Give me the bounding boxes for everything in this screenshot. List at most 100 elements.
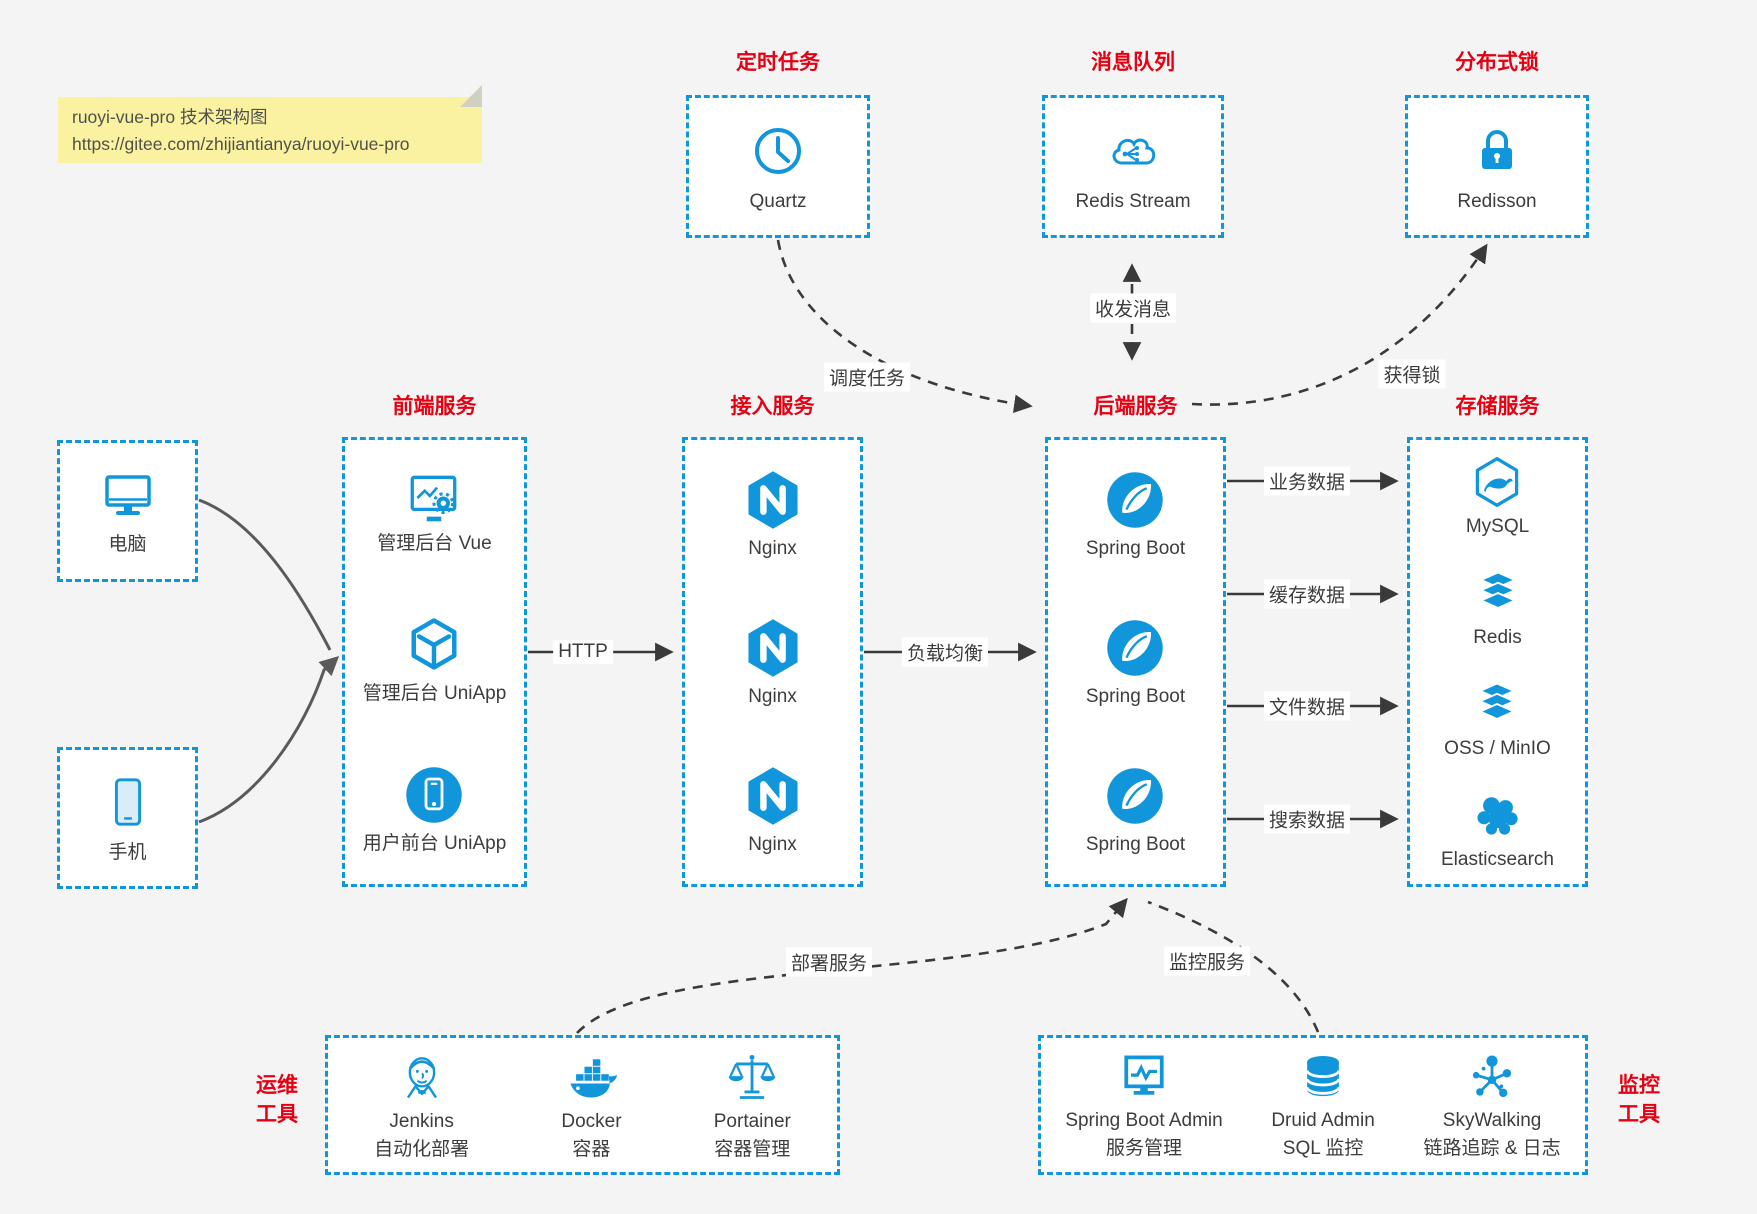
edge-label-acquire-lock: 获得锁 [1378, 359, 1446, 389]
node-label: Redis Stream [1075, 190, 1191, 212]
edge-label-deploy: 部署服务 [785, 947, 873, 977]
uniapp-cube-icon [411, 618, 457, 670]
phone-icon [114, 778, 141, 826]
group-title-message-queue: 消息队列 [1091, 51, 1175, 74]
group-monitor-tools: Spring Boot Admin 服务管理 Druid Admin SQL 监… [1038, 1035, 1588, 1175]
edge-label-messaging: 收发消息 [1089, 293, 1177, 323]
jenkins-icon [406, 1057, 437, 1099]
node-spring-boot-2: Spring Boot [1086, 616, 1185, 708]
node-label: Quartz [749, 190, 807, 212]
desktop-icon [104, 475, 151, 515]
lock-icon [1482, 129, 1512, 169]
docker-icon [570, 1059, 618, 1098]
node-label: Jenkins [389, 1111, 454, 1132]
node-elasticsearch: Elasticsearch [1441, 787, 1554, 871]
edge-label-business-data: 业务数据 [1263, 466, 1351, 496]
group-title-storage: 存储服务 [1455, 395, 1540, 418]
node-label: Spring Boot Admin [1065, 1110, 1223, 1131]
node-desktop-client: 电脑 [57, 440, 198, 582]
redis-icon [1478, 570, 1517, 609]
node-sublabel: 容器 [572, 1139, 611, 1160]
node-label: Portainer [713, 1111, 791, 1132]
edge-label-file-data: 文件数据 [1263, 691, 1351, 721]
edge-acquire-lock [1191, 243, 1488, 406]
boot-admin-icon [1124, 1055, 1164, 1095]
node-druid-admin: Druid Admin SQL 监控 [1271, 1050, 1375, 1160]
edge-label-load-balance: 负载均衡 [901, 637, 989, 667]
node-redis: Redis [1470, 565, 1526, 649]
node-admin-vue: 管理后台 Vue [377, 469, 492, 555]
node-sublabel: 链路追踪 & 日志 [1423, 1138, 1561, 1159]
edge-schedule [776, 239, 1033, 414]
edge-label-monitor: 监控服务 [1163, 946, 1251, 976]
node-sublabel: 服务管理 [1105, 1138, 1182, 1159]
node-quartz: Quartz [686, 95, 870, 238]
node-label: Elasticsearch [1441, 848, 1554, 870]
spring-icon [1107, 768, 1164, 824]
node-redisson: Redisson [1405, 95, 1589, 238]
elasticsearch-icon [1476, 796, 1518, 835]
sticky-note: ruoyi-vue-pro 技术架构图 https://gitee.com/zh… [58, 85, 482, 163]
node-spring-boot-1: Spring Boot [1086, 468, 1185, 560]
edge-label-search-data: 搜索数据 [1263, 804, 1351, 834]
node-label: Spring Boot [1085, 538, 1186, 559]
note-fold-corner [460, 85, 482, 107]
edge-desktop-to-frontend [198, 498, 332, 651]
monitor-tools-side-label: 监控 工具 [1618, 1074, 1660, 1126]
node-label: SkyWalking [1442, 1110, 1542, 1131]
node-label: OSS / MinIO [1444, 737, 1551, 759]
column-frontend: 管理后台 Vue 管理后台 UniApp 用户前台 UniApp [342, 437, 527, 887]
group-title-scheduled-task: 定时任务 [736, 51, 820, 74]
nginx-icon [747, 767, 798, 825]
group-title-gateway: 接入服务 [730, 395, 815, 418]
node-portainer: Portainer 容器管理 [714, 1049, 791, 1161]
node-spring-boot-3: Spring Boot [1086, 764, 1185, 856]
spring-icon [1107, 620, 1164, 676]
node-label: MySQL [1465, 515, 1530, 537]
node-sublabel: 自动化部署 [374, 1139, 470, 1160]
ops-tools-side-label: 运维 工具 [256, 1074, 298, 1126]
node-docker: Docker 容器 [561, 1049, 622, 1161]
column-backend: Spring Boot Spring Boot Spring Boot [1045, 437, 1226, 887]
node-label: Druid Admin [1271, 1110, 1375, 1131]
skywalking-icon [1472, 1055, 1512, 1098]
edge-label-schedule: 调度任务 [823, 362, 911, 392]
node-label: 手机 [108, 842, 147, 863]
node-label: Docker [561, 1111, 622, 1132]
node-skywalking: SkyWalking 链路追踪 & 日志 [1423, 1050, 1561, 1160]
column-gateway: Nginx Nginx Nginx [682, 437, 863, 887]
node-nginx-2: Nginx [741, 616, 805, 708]
user-app-icon [406, 767, 463, 823]
node-label: Nginx [748, 686, 797, 707]
oss-icon [1478, 681, 1517, 720]
group-title-backend: 后端服务 [1093, 395, 1178, 418]
node-sublabel: SQL 监控 [1282, 1138, 1364, 1159]
clock-icon [755, 127, 801, 174]
node-spring-boot-admin: Spring Boot Admin 服务管理 [1065, 1050, 1223, 1160]
group-title-distributed-lock: 分布式锁 [1455, 51, 1539, 74]
group-ops-tools: Jenkins 自动化部署 Docker 容器 [325, 1035, 840, 1175]
node-label: 管理后台 UniApp [362, 683, 507, 704]
edge-monitor [1147, 900, 1320, 1033]
node-admin-uniapp: 管理后台 UniApp [362, 613, 507, 705]
node-mysql: MySQL [1466, 454, 1529, 538]
node-user-uniapp: 用户前台 UniApp [362, 763, 507, 855]
nginx-icon [747, 619, 798, 677]
node-label: Nginx [748, 834, 797, 855]
node-nginx-3: Nginx [741, 764, 805, 856]
edge-label-http: HTTP [553, 640, 613, 664]
nginx-icon [747, 471, 798, 529]
portainer-icon [728, 1054, 776, 1099]
mysql-icon [1476, 456, 1519, 507]
druid-icon [1305, 1056, 1341, 1097]
node-label: 用户前台 UniApp [362, 833, 507, 854]
group-title-frontend: 前端服务 [392, 395, 477, 418]
admin-vue-icon [411, 475, 457, 522]
column-storage: MySQL Redis OSS / MinIO [1407, 437, 1588, 887]
node-label: Redisson [1457, 190, 1537, 212]
node-label: 管理后台 Vue [377, 533, 492, 554]
node-label: Redis [1473, 626, 1522, 648]
spring-icon [1107, 472, 1164, 528]
note-url: https://gitee.com/zhijiantianya/ruoyi-vu… [72, 134, 410, 154]
